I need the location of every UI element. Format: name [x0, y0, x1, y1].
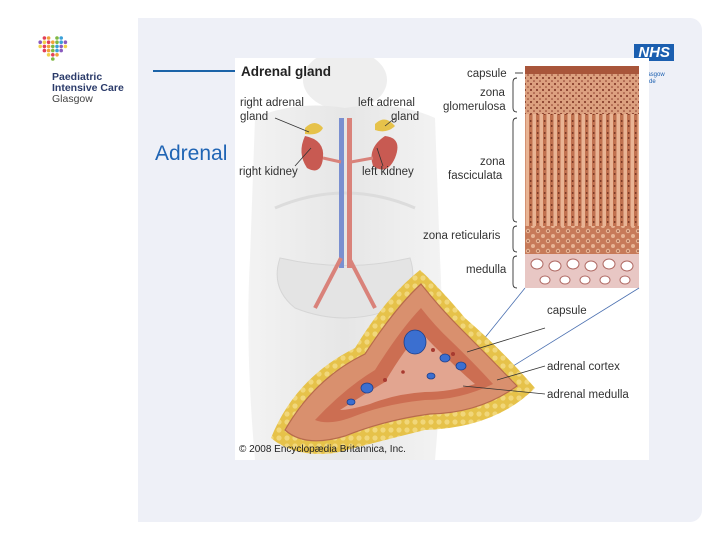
nhs-badge: NHS [634, 44, 674, 61]
label-zona-fasciculata-1: zona [480, 156, 505, 168]
slide-title: Adrenal [155, 142, 228, 165]
label-left-adrenal-gland-1: left adrenal [358, 97, 415, 109]
figure-title: Adrenal gland [241, 64, 332, 79]
label-zona-reticularis: zona reticularis [423, 230, 501, 242]
label-capsule: capsule [547, 305, 587, 317]
label-medulla: medulla [466, 264, 507, 276]
label-adrenal-medulla: adrenal medulla [547, 389, 629, 401]
logo-text: Paediatric Intensive Care Glasgow [52, 72, 124, 105]
logo-line-1: Paediatric [52, 71, 103, 83]
nhs-logo: NHS lasgow yde [612, 44, 674, 89]
adrenal-gland-figure: Adrenal gland right adrenal gland left a… [235, 58, 649, 460]
label-zona-fasciculata-2: fasciculata [448, 170, 503, 182]
lower-pointers [462, 327, 546, 395]
nhs-sub-1: lasgow [646, 72, 665, 78]
label-capsule-top: capsule [467, 68, 507, 80]
copyright-notice: © 2008 Encyclopædia Britannica, Inc. [239, 444, 406, 455]
label-right-adrenal-gland-2: gland [240, 111, 269, 123]
label-zona-glomerulosa-1: zona [480, 87, 505, 99]
label-left-kidney: left kidney [362, 166, 414, 178]
histology-section [525, 66, 639, 288]
label-adrenal-cortex: adrenal cortex [547, 361, 620, 373]
slide-left-panel [18, 18, 138, 522]
logo-line-3: Glasgow [52, 93, 93, 105]
nhs-sub-2: yde [646, 79, 656, 85]
kidneys [301, 118, 398, 309]
upper-pointers [274, 117, 396, 167]
label-right-kidney: right kidney [239, 166, 298, 178]
title-rule [153, 70, 241, 72]
heart-logo-icon [38, 36, 68, 61]
logo-line-2: Intensive Care [52, 82, 124, 94]
label-zona-glomerulosa-2: glomerulosa [443, 101, 506, 113]
figure-drawing [248, 58, 640, 460]
gland-cross-section [271, 270, 535, 454]
zone-brackets [512, 72, 523, 289]
label-left-adrenal-gland-2: gland [391, 111, 420, 123]
label-right-adrenal-gland-1: right adrenal [240, 97, 304, 109]
